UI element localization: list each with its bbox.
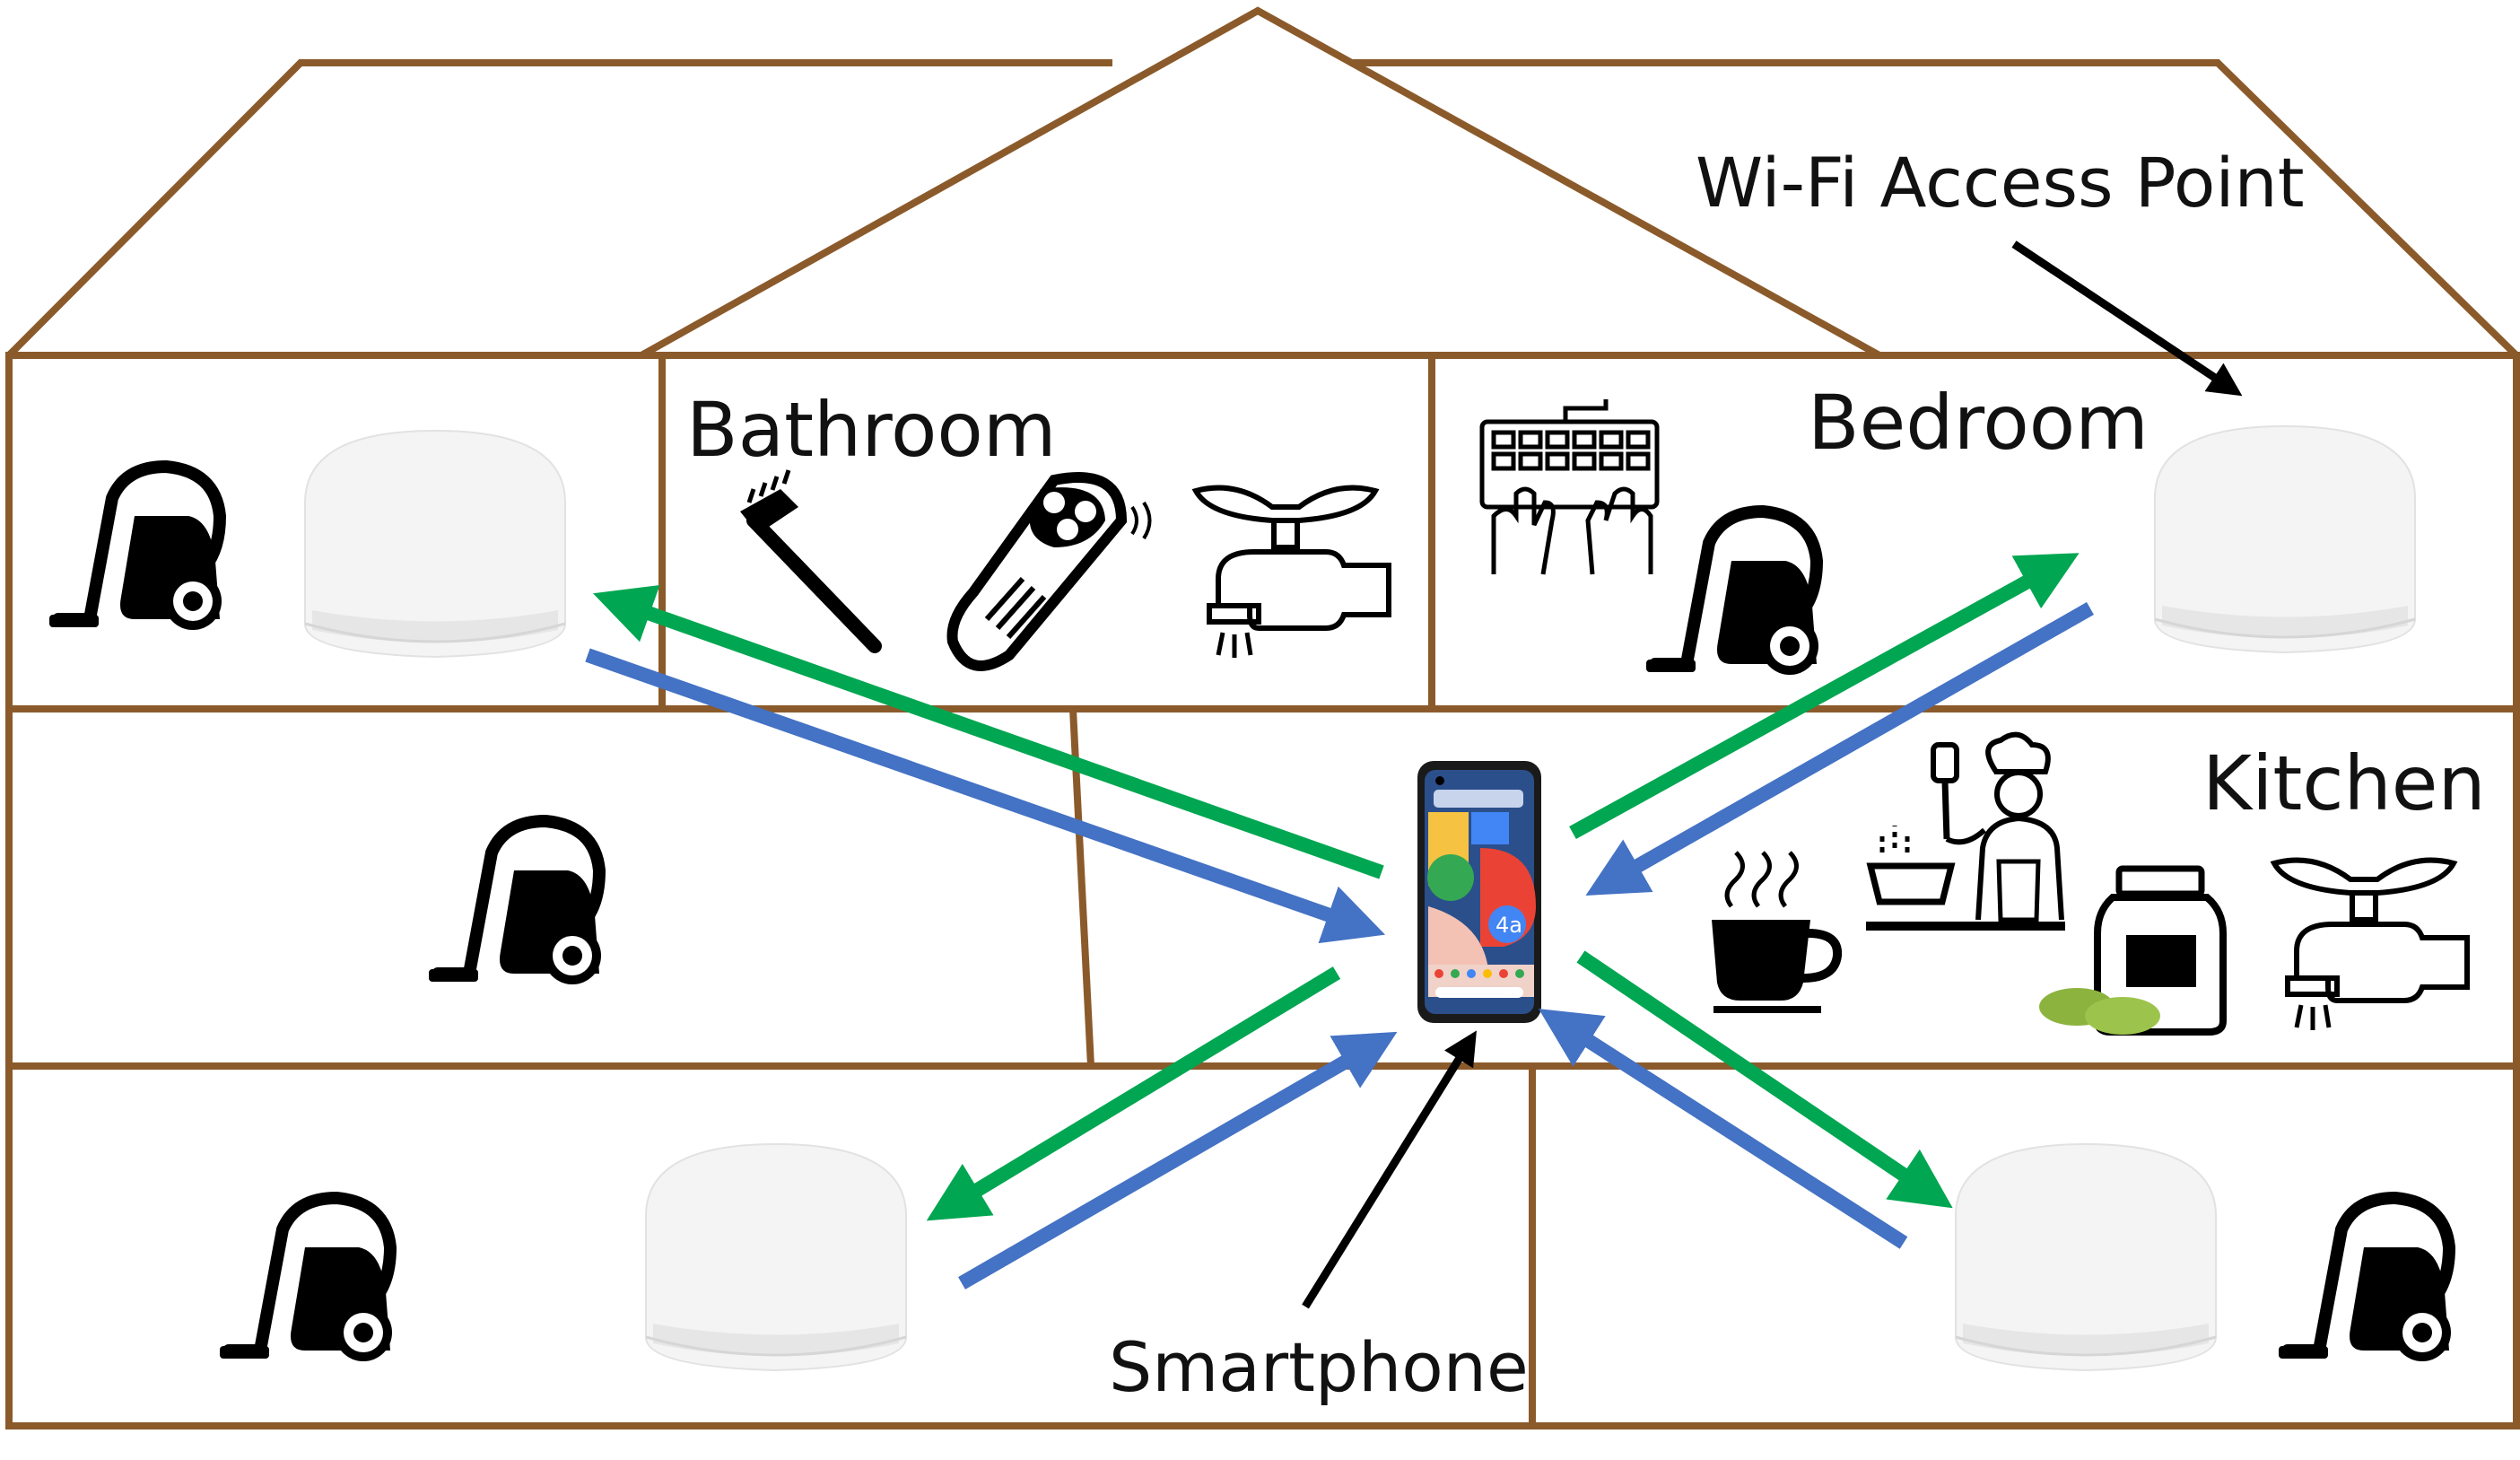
downlink-arrow-bottom-left bbox=[958, 1031, 1398, 1290]
wifi-access-point-icon bbox=[303, 429, 567, 659]
vacuum-cleaner-icon bbox=[2279, 1198, 2451, 1361]
phone-badge-text: 4a bbox=[1495, 913, 1522, 938]
jar-icon bbox=[2039, 865, 2227, 1036]
smartphone-pointer-arrow bbox=[1302, 1030, 1477, 1309]
downlink-arrows bbox=[585, 602, 2094, 1290]
uplink-arrow-bottom-left bbox=[926, 966, 1341, 1221]
smartphone-icon: 4a bbox=[1417, 761, 1541, 1023]
wifi-access-point-label: Wi-Fi Access Point bbox=[1696, 143, 2305, 223]
toothbrush-icon bbox=[740, 469, 882, 653]
uplink-arrows bbox=[592, 553, 2080, 1221]
wifi-access-point-icon bbox=[644, 1142, 908, 1372]
access-point-pointer-arrow bbox=[2011, 240, 2243, 397]
coffee-cup-icon bbox=[1712, 851, 1843, 1013]
uplink-arrow-bottom-right bbox=[1576, 950, 1953, 1209]
faucet-icon bbox=[1196, 488, 1389, 658]
vacuum-cleaner-icon bbox=[49, 467, 222, 630]
wifi-access-point-icon bbox=[2153, 424, 2417, 654]
house-outline bbox=[5, 6, 2520, 1429]
downlink-arrow-top-left bbox=[585, 648, 1386, 944]
bathroom-label: Bathroom bbox=[686, 386, 1057, 474]
chef-cooking-icon bbox=[1866, 731, 2065, 931]
faucet-icon bbox=[2274, 861, 2467, 1030]
electric-shaver-icon bbox=[946, 472, 1152, 671]
vacuum-cleaner-icon bbox=[220, 1198, 392, 1361]
downlink-arrow-top-right bbox=[1585, 602, 2094, 896]
smartphone-label: Smartphone bbox=[1109, 1327, 1529, 1407]
uplink-arrow-top-right bbox=[1569, 553, 2080, 840]
vacuum-cleaner-icon bbox=[429, 821, 601, 984]
kitchen-label: Kitchen bbox=[2202, 739, 2486, 827]
wifi-access-point-icon bbox=[1954, 1142, 2218, 1372]
vacuum-cleaner-icon bbox=[1646, 511, 1818, 675]
uplink-arrow-top-left bbox=[592, 584, 1384, 879]
downlink-arrow-bottom-right bbox=[1539, 1009, 1908, 1249]
keyboard-typing-icon bbox=[1479, 399, 1660, 575]
bedroom-label: Bedroom bbox=[1808, 379, 2149, 467]
